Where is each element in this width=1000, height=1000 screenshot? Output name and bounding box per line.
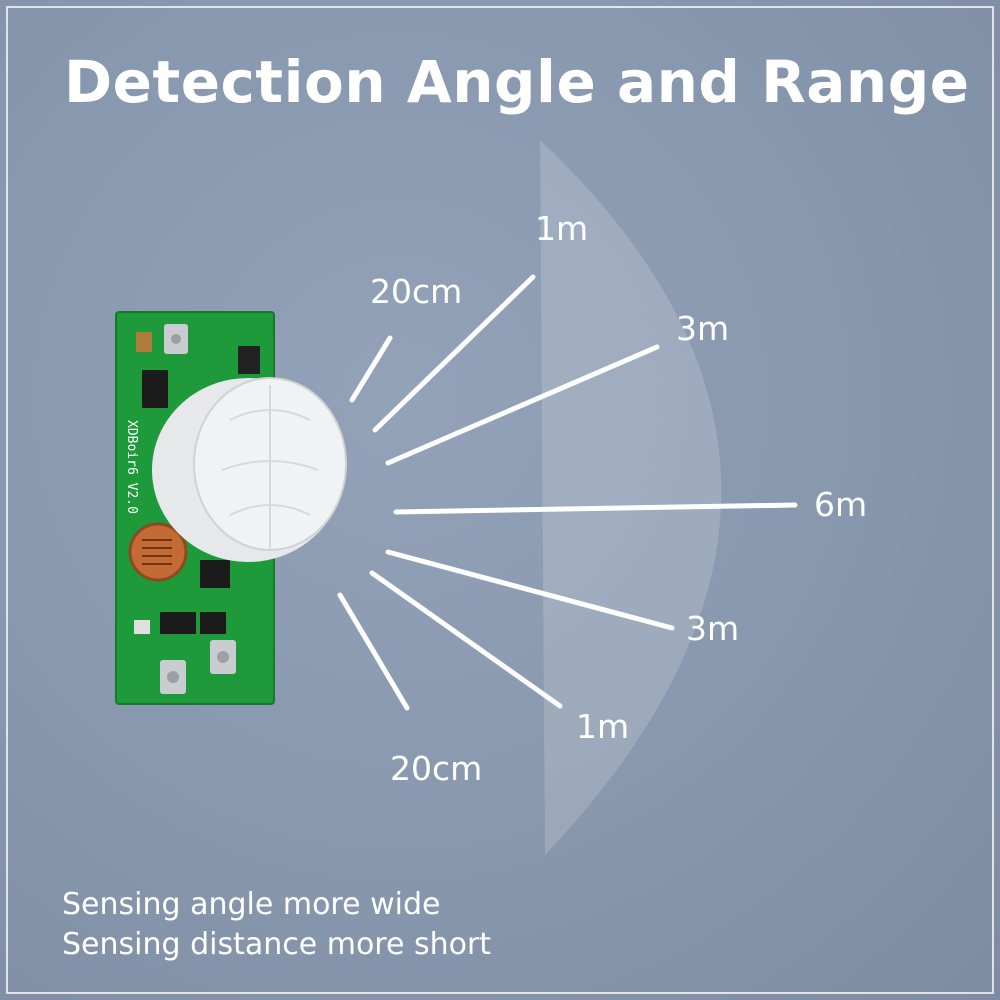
label-top-1m: 1m (535, 209, 589, 248)
transistor (142, 370, 168, 408)
resistor-r6 (134, 620, 150, 634)
silkscreen-model: XDBoir6 V2.0 (124, 420, 139, 514)
ray-bottom-20cm (337, 592, 410, 711)
chip-u3 (200, 612, 226, 634)
photoresistor (128, 522, 188, 582)
caption-angle: Sensing angle more wide (62, 887, 441, 922)
capacitor-c3 (136, 332, 152, 352)
ray-bottom-1m (369, 570, 563, 709)
pir-sensor-module: XDBoir6 V2.0 (115, 311, 347, 705)
label-bottom-3m: 3m (686, 609, 740, 648)
ray-bottom-3m (385, 549, 675, 631)
label-center-6m: 6m (814, 485, 868, 524)
chip-u2 (160, 612, 196, 634)
chip-u1 (200, 560, 230, 588)
label-bottom-20cm: 20cm (390, 749, 483, 788)
ray-top-20cm (349, 335, 393, 403)
label-top-3m: 3m (676, 309, 730, 348)
ray-top-1m (372, 274, 536, 433)
caption-distance: Sensing distance more short (62, 927, 492, 962)
detection-rays (337, 274, 798, 711)
page-title: Detection Angle and Range (64, 48, 970, 116)
ray-top-3m (385, 344, 660, 466)
detection-zone (540, 140, 722, 855)
label-top-20cm: 20cm (370, 272, 463, 311)
ray-center-6m (393, 502, 798, 515)
diode-d1 (238, 346, 260, 374)
label-bottom-1m: 1m (576, 707, 630, 746)
